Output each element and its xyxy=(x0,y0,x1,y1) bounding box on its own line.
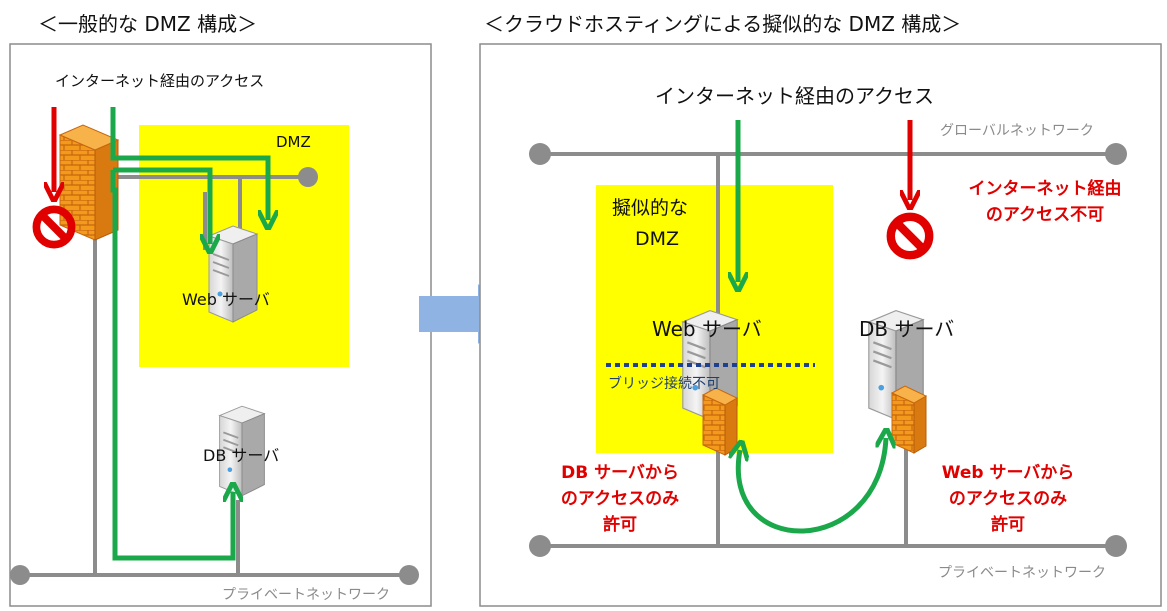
global-network-label: グローバルネットワーク xyxy=(940,123,1094,139)
private-node-left xyxy=(529,535,551,557)
db-server-firewall-icon xyxy=(890,385,928,454)
db-allow-line2: のアクセスのみ xyxy=(948,489,1068,509)
db-allow-line3: 許可 xyxy=(991,515,1025,535)
web-allow-line3: 許可 xyxy=(603,515,637,535)
right-panel-title: ＜クラウドホスティングによる擬似的な DMZ 構成＞ xyxy=(484,12,962,36)
server-mutual-access-arrow xyxy=(738,438,886,534)
bridge-label: ブリッジ接続不可 xyxy=(608,376,720,392)
web-allow-line2: のアクセスのみ xyxy=(560,489,680,509)
left-private-node-right xyxy=(399,565,419,585)
left-access-label: インターネット経由のアクセス xyxy=(55,72,265,90)
left-dmz-node xyxy=(298,167,318,187)
left-web-server-label: Web サーバ xyxy=(182,290,270,309)
db-server-allow-annotation: Web サーバから のアクセスのみ 許可 xyxy=(928,460,1088,538)
pseudo-dmz-label-line1: 擬似的な xyxy=(612,197,689,219)
denied-line1: インターネット経由 xyxy=(968,179,1122,199)
left-private-network-label: プライベートネットワーク xyxy=(222,587,390,603)
db-allow-line1: Web サーバから xyxy=(941,463,1075,483)
left-db-server-label: DB サーバ xyxy=(203,446,280,465)
web-allow-line1: DB サーバから xyxy=(561,463,679,483)
left-access-arrows xyxy=(110,107,268,561)
denied-annotation: インターネット経由 のアクセス不可 xyxy=(955,176,1135,228)
web-server-allow-annotation: DB サーバから のアクセスのみ 許可 xyxy=(545,460,695,538)
private-node-right xyxy=(1105,535,1127,557)
denied-line2: のアクセス不可 xyxy=(985,205,1105,225)
right-db-server-label: DB サーバ xyxy=(859,317,955,341)
right-web-server-label: Web サーバ xyxy=(652,317,762,341)
right-access-label: インターネット経由のアクセス xyxy=(655,84,934,108)
pseudo-dmz-label-line2: DMZ xyxy=(635,228,680,250)
left-panel-title: ＜一般的な DMZ 構成＞ xyxy=(38,12,258,36)
dmz-label: DMZ xyxy=(276,133,311,151)
global-node-right xyxy=(1105,143,1127,165)
right-network-lines xyxy=(540,152,1116,548)
global-node-left xyxy=(529,143,551,165)
right-private-network-label: プライベートネットワーク xyxy=(938,565,1106,581)
web-server-firewall-icon xyxy=(701,387,739,456)
left-private-node-left xyxy=(10,565,30,585)
